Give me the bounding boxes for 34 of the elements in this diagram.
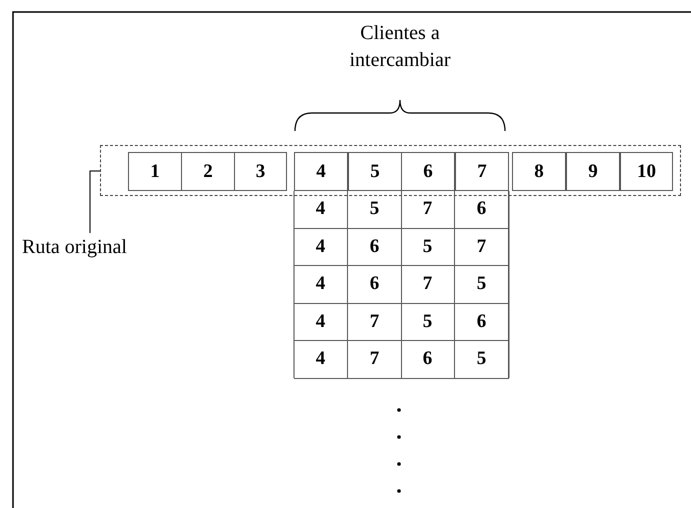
- permutation-cell: 7: [401, 191, 455, 228]
- bracket-label: Clientes a intercambiar: [348, 21, 452, 73]
- permutation-cell: 6: [455, 304, 509, 341]
- permutation-cell: 4: [294, 341, 348, 378]
- permutation-cell: 4: [294, 191, 348, 228]
- permutation-cell: 5: [455, 341, 509, 378]
- permutation-cell: 7: [401, 266, 455, 304]
- route-cell: 9: [566, 152, 620, 191]
- route-cell: 3: [234, 152, 287, 191]
- route-caption: Ruta original: [22, 236, 162, 262]
- permutation-cell: 4: [294, 304, 348, 341]
- permutation-cell: 6: [348, 228, 402, 266]
- route-cell: 4: [294, 152, 348, 191]
- permutation-cell: 6: [348, 266, 402, 304]
- route-cell: 8: [512, 152, 566, 191]
- permutation-cell: 5: [401, 304, 455, 341]
- route-cell: 5: [348, 152, 402, 191]
- permutation-cell: 7: [455, 228, 509, 266]
- permutation-cell: 5: [401, 228, 455, 266]
- permutation-cell: 4: [294, 266, 348, 304]
- leader-line: [90, 170, 100, 234]
- route-cell: 7: [455, 152, 509, 191]
- permutation-cell: 5: [455, 266, 509, 304]
- permutation-cell: 6: [401, 341, 455, 378]
- permutation-cell: 7: [348, 341, 402, 378]
- permutation-cell: 4: [294, 228, 348, 266]
- permutation-cell: 7: [348, 304, 402, 341]
- route-cell: 1: [128, 152, 182, 191]
- permutation-cell: 5: [348, 191, 402, 228]
- route-cell: 6: [401, 152, 455, 191]
- permutation-cell: 6: [455, 191, 509, 228]
- route-outline: [100, 145, 681, 196]
- route-cell: 2: [181, 152, 235, 191]
- route-cell: 10: [620, 152, 673, 191]
